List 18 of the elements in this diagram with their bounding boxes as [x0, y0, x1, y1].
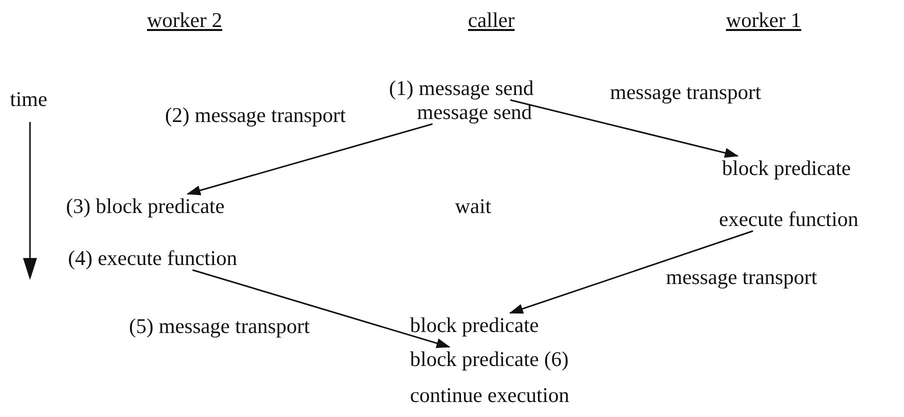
step-text: (1) message send: [389, 76, 534, 100]
arrow: [510, 99, 739, 158]
column-heading: caller: [468, 8, 515, 32]
arrow: [186, 123, 433, 196]
arrow: [509, 230, 754, 314]
axis-label: time: [10, 87, 48, 111]
column-heading: worker 1: [726, 8, 802, 32]
state-label: continue execution: [410, 383, 570, 407]
column-heading: worker 2: [147, 8, 222, 32]
step-text: (4) execute function: [68, 246, 238, 270]
step-text: (3) block predicate: [66, 194, 225, 218]
step-text: block predicate: [722, 156, 851, 180]
arrow: [192, 269, 450, 348]
step-text: block predicate (6): [410, 347, 569, 371]
step-text: execute function: [719, 207, 858, 231]
step-text: message send: [417, 100, 532, 124]
state-label: wait: [455, 194, 492, 218]
step-text: block predicate: [410, 313, 539, 337]
